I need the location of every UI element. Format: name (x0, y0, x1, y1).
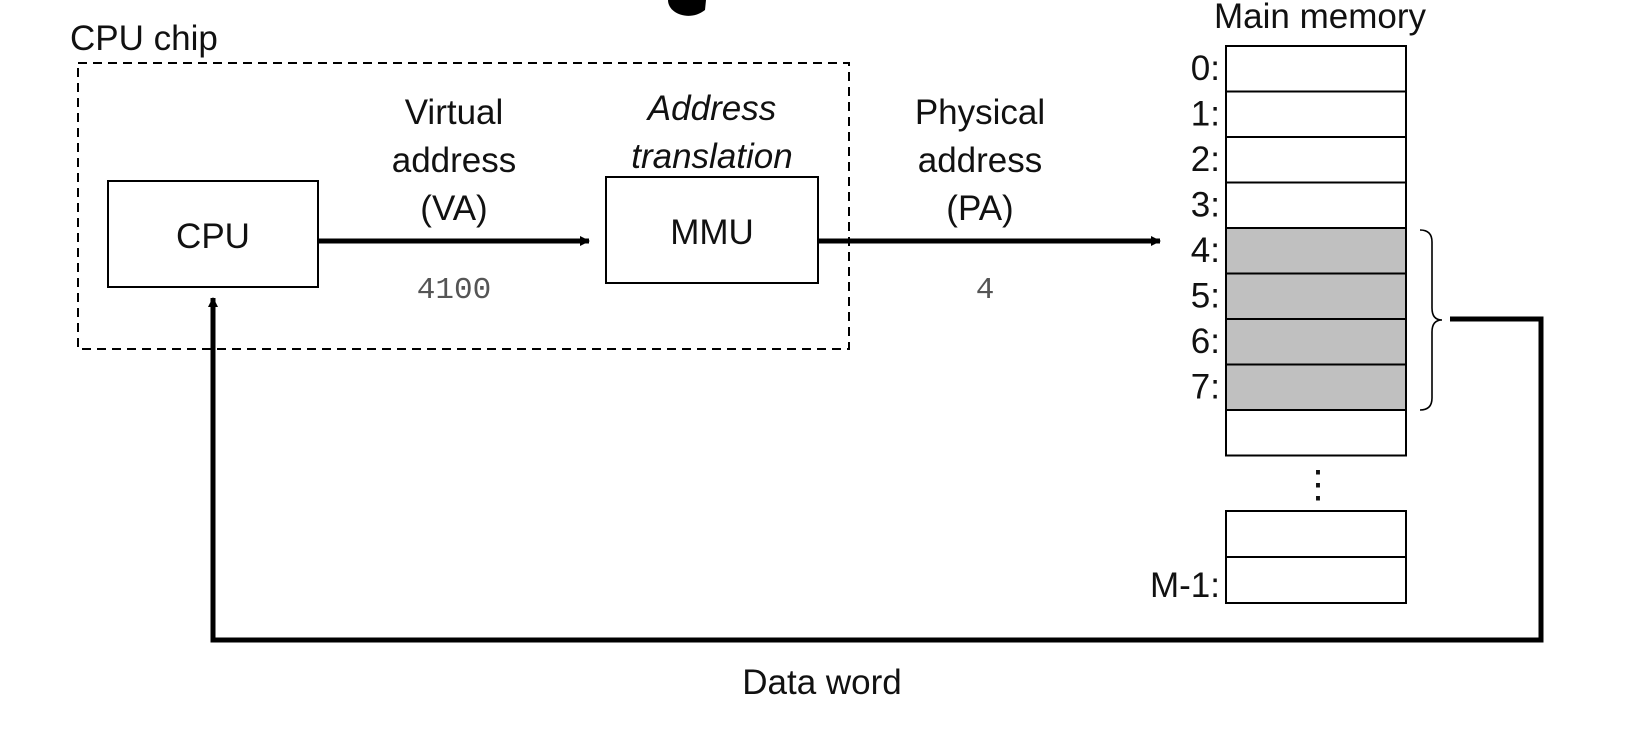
virtual-address-line1: Virtual (405, 93, 504, 132)
memory-address-label: 4: (1191, 231, 1220, 270)
mmu-label: MMU (670, 213, 754, 252)
memory-address-label: 2: (1191, 140, 1220, 179)
data-word-label: Data word (742, 663, 902, 702)
address-translation-line2: translation (631, 137, 792, 176)
cpu-chip-label: CPU chip (70, 19, 218, 58)
cpu-label: CPU (176, 217, 250, 256)
cpu-chip-boundary (77, 62, 850, 350)
memory-last-address-label: M-1: (1150, 566, 1220, 605)
memory-cells: 0: 1: 2: 3: 4: 5: 6: 7: (1191, 45, 1407, 457)
memory-address-label: 3: (1191, 186, 1220, 225)
data-word-path (208, 297, 1544, 643)
memory-cell (1225, 227, 1407, 275)
memory-address-label: 7: (1191, 368, 1220, 407)
virtual-address-line3: (VA) (420, 189, 487, 228)
highlight-brace (1419, 229, 1443, 411)
physical-address-line1: Physical (915, 93, 1045, 132)
virtual-address-line2: address (392, 141, 517, 180)
address-translation-line1: Address (646, 89, 776, 128)
memory-cell (1225, 409, 1407, 457)
memory-cell (1225, 510, 1407, 558)
memory-cell (1225, 272, 1407, 320)
memory-cell (1225, 45, 1407, 93)
memory-cell (1225, 318, 1407, 366)
cropped-title-fragment (668, 0, 706, 16)
main-memory-title: Main memory (1214, 0, 1426, 36)
memory-tail: M-1: (1150, 510, 1407, 605)
virtual-address-value: 4100 (417, 273, 491, 308)
physical-address-value: 4 (976, 273, 995, 308)
memory-cell-last (1225, 556, 1407, 604)
memory-address-label: 1: (1191, 95, 1220, 134)
memory-cell (1225, 181, 1407, 229)
cpu-box (107, 180, 319, 288)
memory-cell (1225, 363, 1407, 411)
memory-cell (1225, 90, 1407, 138)
memory-ellipsis: ⋮ (1299, 464, 1337, 506)
memory-cell (1225, 136, 1407, 184)
physical-address-line2: address (918, 141, 1043, 180)
mmu-box (605, 176, 819, 284)
memory-address-label: 6: (1191, 322, 1220, 361)
memory-address-label: 0: (1191, 49, 1220, 88)
memory-address-label: 5: (1191, 277, 1220, 316)
physical-address-line3: (PA) (946, 189, 1013, 228)
